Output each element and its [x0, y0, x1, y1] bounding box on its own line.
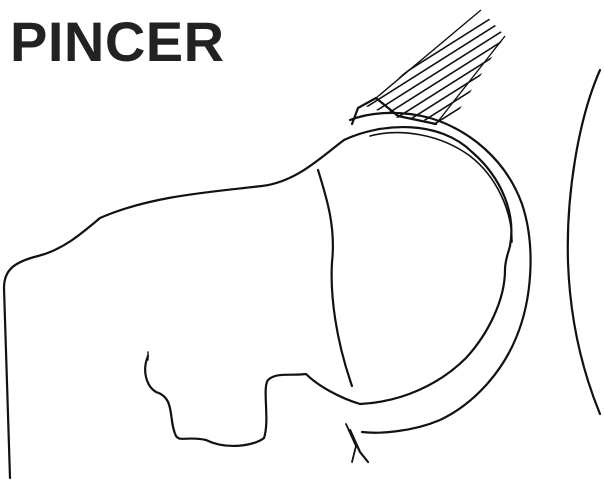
- acetabulum-inner: [370, 133, 512, 242]
- hatched-acetabular-roof: [330, 0, 520, 260]
- hatched-region-edge: [376, 10, 505, 124]
- pelvis-contour: [568, 70, 600, 414]
- epiphyseal-line: [318, 170, 352, 386]
- acetabulum-outer: [350, 113, 531, 433]
- femur-outline: [4, 127, 511, 478]
